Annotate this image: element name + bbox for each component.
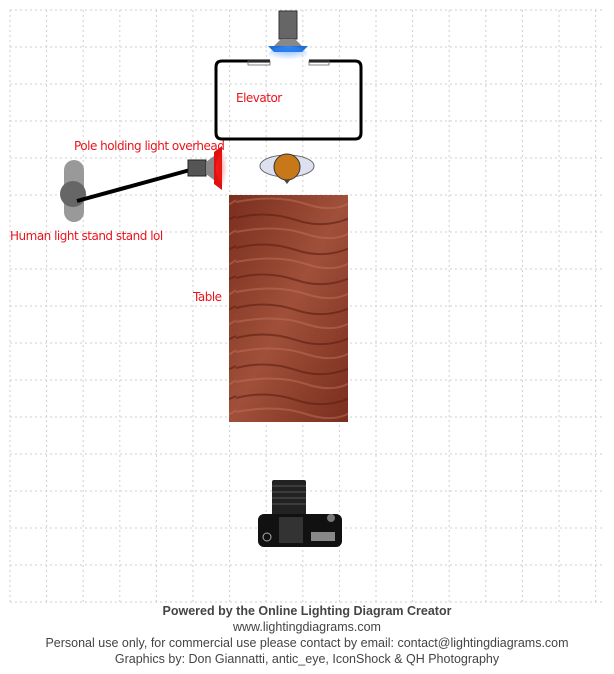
pole-label: Pole holding light overhead bbox=[74, 139, 225, 153]
license-text: Personal use only, for commercial use pl… bbox=[45, 636, 569, 650]
wooden-table[interactable] bbox=[229, 195, 348, 422]
powered-by-text: Powered by the Online Lighting Diagram C… bbox=[162, 604, 452, 618]
camera-icon[interactable] bbox=[258, 480, 342, 547]
human-light-stand[interactable] bbox=[60, 160, 191, 222]
top-light-blue-gel[interactable] bbox=[268, 10, 308, 66]
diagram-canvas bbox=[9, 9, 604, 603]
pole-light-red-gel[interactable] bbox=[187, 146, 232, 190]
footer: Powered by the Online Lighting Diagram C… bbox=[0, 603, 614, 667]
elevator-label: Elevator bbox=[236, 91, 282, 105]
subject-person[interactable] bbox=[259, 153, 315, 184]
human-stand-label: Human light stand stand lol bbox=[10, 229, 163, 243]
credits-text: Graphics by: Don Giannatti, antic_eye, I… bbox=[114, 652, 500, 666]
table-label: Table bbox=[193, 290, 222, 304]
website-link[interactable]: www.lightingdiagrams.com bbox=[233, 620, 381, 634]
elevator-shape[interactable] bbox=[214, 59, 363, 141]
